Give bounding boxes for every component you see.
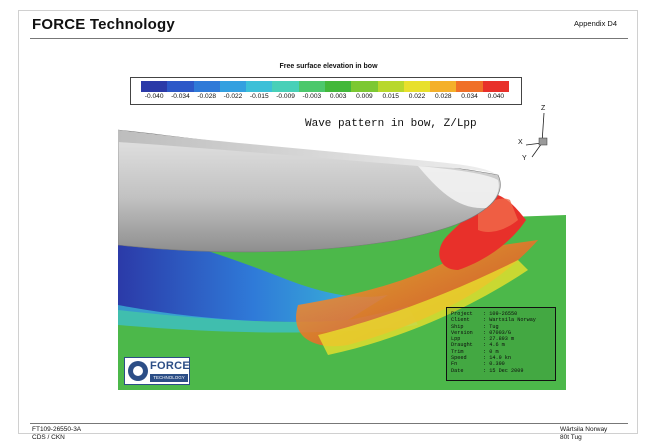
force-logo: FORCE TECHNOLOGY [124,357,190,385]
colorbar-tick-label: -0.022 [223,93,243,100]
colorbar-tick-label: 0.034 [461,93,478,100]
colorbar-swatch [324,81,352,92]
colorbar-tick-label: 0.009 [356,93,373,100]
colorbar: -0.040 -0.034 -0.028 -0.022 -0.015 -0.009 -0.0… [130,77,522,105]
axis-y-label: Y [522,155,527,162]
wave-crest-band [296,240,538,347]
info-key: Date [451,367,464,374]
logo-sub: TECHNOLOGY [150,374,188,382]
axis-z-label: Z [541,105,546,112]
hull-deck-edge [118,130,498,175]
colorbar-tick-label: 0.003 [329,93,347,100]
info-key: Version [451,329,473,336]
info-row: Trim : 0 m [451,349,551,355]
scene-title: Wave pattern in bow, Z/Lpp [305,118,477,130]
colorbar-swatch [482,81,509,92]
colorbar-tick-label: -0.015 [249,93,269,100]
info-row: Ship : Tug [451,324,551,330]
colorbar-tick-label: 0.015 [382,93,399,100]
page-frame [18,10,638,434]
colorbar-swatch [377,81,404,92]
info-row: Client : Wartsila Norway [451,317,551,323]
axis-triad-icon [525,112,548,158]
appendix-label: Appendix D4 [574,19,617,28]
info-key: Lpp [451,336,461,343]
colorbar-swatch [246,81,273,92]
info-value: : Tug [483,323,499,330]
info-row: Date : 15 Dec 2009 [451,368,551,374]
client-name: Wärtsila Norway [560,426,608,433]
vessel-name: 80t Tug [560,434,582,441]
info-value: : 4.6 m [483,342,505,349]
colorbar-swatch [456,81,483,92]
colorbar-tick-label: -0.009 [276,93,295,100]
info-value: : 109-26550 [483,311,518,317]
colorbar-title: Free surface elevation in bow [279,63,378,70]
author-initials: CDS / CKN [32,434,65,441]
colorbar-tick-label: 0.040 [487,93,505,100]
colorbar-tick-label: 0.022 [408,93,426,100]
footer-divider [30,423,628,424]
logo-word: FORCE [150,360,190,372]
colorbar-swatches [141,81,509,92]
info-key: Client [451,317,470,324]
colorbar-tick-label: -0.003 [302,93,322,100]
info-row: Fn : 0.390 [451,361,551,367]
info-value: : 0 m [483,348,499,355]
company-title: FORCE Technology [32,16,175,33]
header-divider [30,38,628,39]
info-row: Lpp : 27.893 m [451,336,551,342]
wave-crest-yellow [318,260,528,355]
colorbar-tick-label: 0.028 [435,93,452,100]
info-key: Ship [451,323,464,330]
colorbar-swatch [272,81,299,92]
info-value: : 14.9 kn [483,355,512,362]
info-row: Version : 07003/G [451,330,551,336]
colorbar-swatch [193,81,220,92]
info-key: Fn [451,361,458,368]
info-row: Speed : 14.9 kn [451,355,551,361]
colorbar-tick-label: -0.040 [144,93,164,100]
info-value: : 27.893 m [483,336,515,343]
colorbar-tick-label: -0.034 [171,93,190,100]
info-row: Draught : 4.6 m [451,342,551,348]
colorbar-swatch [403,81,431,92]
axis-x-label: X [518,139,523,146]
info-value: : Wartsila Norway [483,317,536,324]
info-value: : 07003/G [483,329,512,336]
info-row: Project : 109-26550 [451,311,551,317]
info-value: : 15 Dec 2009 [483,367,524,374]
colorbar-swatch [430,81,457,92]
colorbar-swatch [351,81,378,92]
info-value: : 0.390 [483,361,505,368]
info-key: Speed [451,355,467,362]
colorbar-swatch [141,81,168,92]
footer-right: Wärtsila Norway 80t Tug [560,426,607,442]
info-key: Trim [451,348,464,355]
info-key: Project [451,311,473,317]
doc-number: FT109-26550-3A [32,426,82,433]
hull-bow-highlight [418,166,499,209]
colorbar-swatch [167,81,194,92]
wave-pattern-plot [118,129,566,390]
colorbar-ticks: -0.040 -0.034 -0.028 -0.022 -0.015 -0.009 -0.0… [131,93,521,103]
force-logo-mark [128,361,148,381]
axis-triad: Z X Y [514,105,559,165]
footer-left: FT109-26550-3A CDS / CKN [32,426,81,442]
colorbar-swatch [298,81,325,92]
colorbar-swatch [219,81,247,92]
colorbar-tick-label: -0.028 [197,93,217,100]
info-key: Draught [451,342,473,349]
